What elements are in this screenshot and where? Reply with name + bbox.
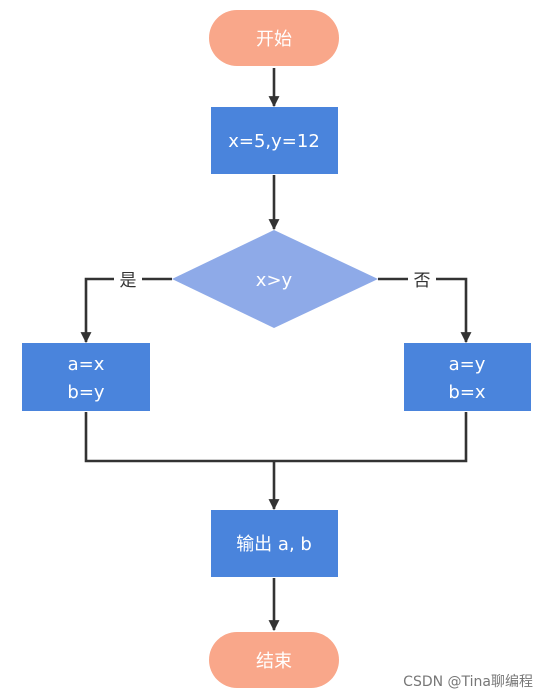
edge-decision-no-branch xyxy=(378,277,472,344)
decision-shape xyxy=(172,230,378,328)
swap-right-line1: a=y xyxy=(449,354,486,375)
edge-decision-yes-branch xyxy=(80,277,172,344)
init-label: x=5,y=12 xyxy=(228,131,320,152)
init-shape xyxy=(211,107,338,174)
yes-label: 是 xyxy=(120,271,137,291)
swap-right-line2: b=x xyxy=(448,382,486,403)
watermark: CSDN @Tina聊编程 xyxy=(403,674,533,690)
swap-right-shape xyxy=(404,343,531,411)
output-shape xyxy=(211,510,338,577)
swap-left-node: a=x b=y xyxy=(22,343,150,411)
edge-merge xyxy=(84,412,468,463)
start-shape xyxy=(209,10,339,66)
swap-left-line1: a=x xyxy=(68,354,105,375)
start-node: 开始 xyxy=(209,10,339,66)
no-label: 否 xyxy=(414,271,431,291)
end-shape xyxy=(209,632,339,688)
start-label: 开始 xyxy=(256,29,292,50)
output-node: 输出 a, b xyxy=(211,510,338,577)
swap-left-line2: b=y xyxy=(67,382,105,403)
yes-label-bg xyxy=(114,268,142,290)
end-node: 结束 xyxy=(209,632,339,688)
decision-node: x>y xyxy=(172,230,378,328)
swap-left-shape xyxy=(22,343,150,411)
output-label: 输出 a, b xyxy=(236,534,312,555)
no-label-bg xyxy=(408,268,436,290)
decision-label: x>y xyxy=(256,270,293,291)
end-label: 结束 xyxy=(256,651,292,672)
connectors xyxy=(80,68,472,632)
swap-right-node: a=y b=x xyxy=(404,343,531,411)
init-node: x=5,y=12 xyxy=(211,107,338,174)
